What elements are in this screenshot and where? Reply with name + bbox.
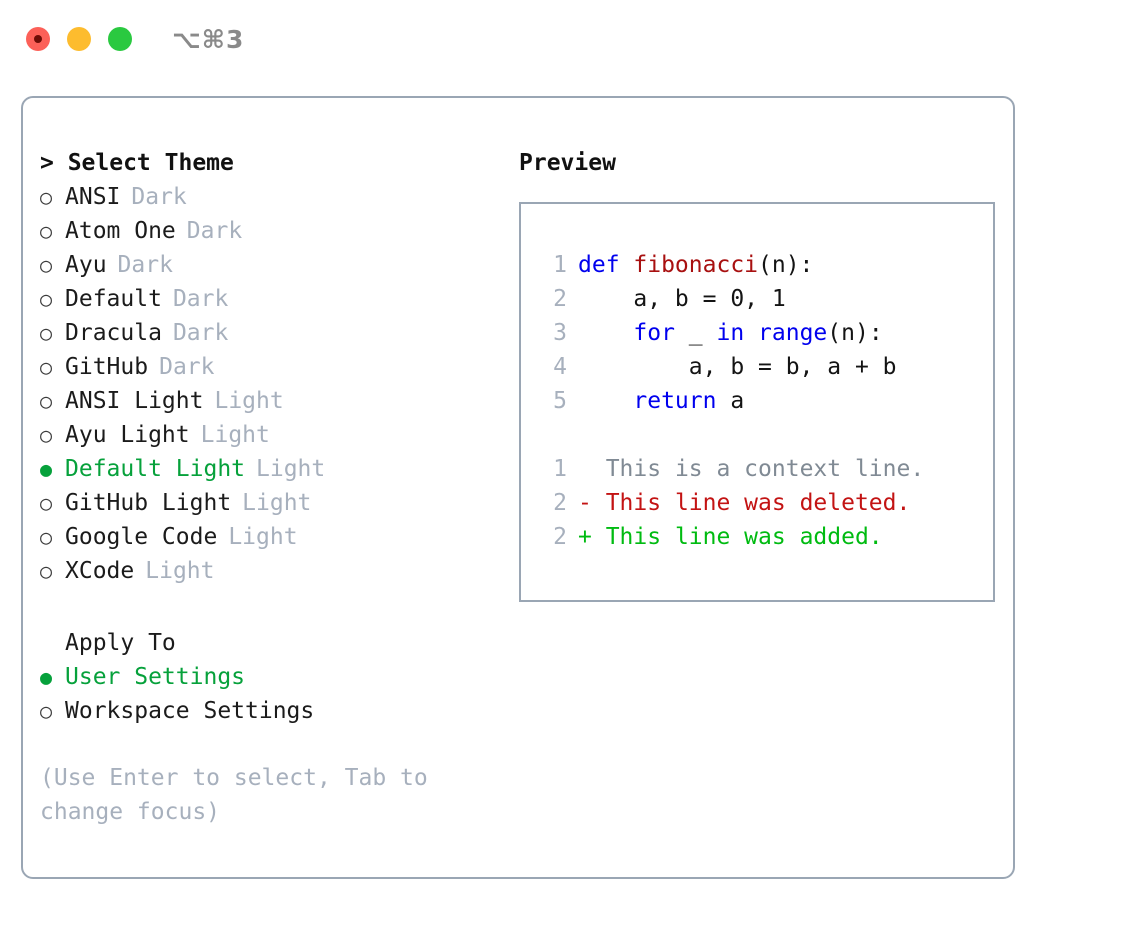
code-text: for _ in range(n): [578, 316, 883, 350]
apply-to-option-user-settings[interactable]: ●User Settings [40, 660, 502, 694]
line-number: 4 [553, 354, 567, 380]
radio-icon: ○ [40, 491, 53, 515]
code-line: 1 def fibonacci(n): [537, 248, 993, 282]
code-token-keyword: in [716, 320, 745, 346]
diff-text: This line was deleted. [605, 490, 911, 516]
apply-to-options: ●User Settings ○Workspace Settings [40, 660, 502, 728]
preview-header: Preview [519, 150, 616, 176]
code-token-builtin: range [758, 320, 828, 346]
radio-icon: ○ [40, 525, 53, 549]
diff-sample: 1 This is a context line. 2 - This line … [537, 452, 993, 554]
radio-icon: ○ [40, 699, 53, 723]
code-token-plain: (n): [758, 252, 814, 278]
diff-marker: + [578, 524, 606, 550]
code-token-keyword: for [633, 320, 675, 346]
code-line: 5 return a [537, 384, 993, 418]
radio-icon: ○ [40, 423, 53, 447]
radio-icon: ○ [40, 219, 53, 243]
code-token-plain: (n): [827, 320, 883, 346]
preview-column: Preview 1 def fibonacci(n): 2 a, b = 0, … [502, 146, 1003, 867]
code-text: return a [578, 384, 744, 418]
code-line: 3 for _ in range(n): [537, 316, 993, 350]
preview-box: 1 def fibonacci(n): 2 a, b = 0, 1 3 for … [519, 202, 995, 602]
code-token-plain [578, 388, 633, 414]
code-token-keyword: def [578, 252, 634, 278]
diff-marker [578, 452, 606, 486]
radio-icon: ○ [40, 253, 53, 277]
line-number: 5 [553, 388, 567, 414]
line-number: 1 [553, 456, 567, 482]
radio-selected-icon: ● [40, 665, 53, 689]
maximize-button-icon[interactable] [108, 27, 132, 51]
code-token-plain: a, b = b, a + b [578, 354, 897, 380]
code-token-plain [744, 320, 758, 346]
line-number: 3 [553, 320, 567, 346]
diff-line-added: 2 + This line was added. [537, 520, 993, 554]
diff-line-context: 1 This is a context line. [537, 452, 993, 486]
traffic-lights [26, 27, 132, 51]
code-line: 2 a, b = 0, 1 [537, 282, 993, 316]
apply-to-option-workspace-settings[interactable]: ○Workspace Settings [40, 694, 502, 728]
code-token-plain: a, b = 0, 1 [578, 286, 786, 312]
line-number: 2 [553, 524, 567, 550]
code-token-keyword: return [633, 388, 717, 414]
radio-icon: ○ [40, 389, 53, 413]
radio-icon: ○ [40, 321, 53, 345]
code-text: def fibonacci(n): [578, 248, 813, 282]
code-text: a, b = b, a + b [578, 350, 897, 384]
code-text: a, b = 0, 1 [578, 282, 786, 316]
code-token-function: fibonacci [633, 252, 759, 278]
diff-text: This is a context line. [605, 456, 925, 482]
radio-icon: ○ [40, 185, 53, 209]
code-diff-spacer [537, 418, 993, 452]
apply-to-title: Apply To [65, 630, 176, 656]
line-number: 1 [553, 252, 567, 278]
close-button-icon[interactable] [26, 27, 50, 51]
code-sample: 1 def fibonacci(n): 2 a, b = 0, 1 3 for … [537, 248, 993, 418]
radio-icon: ○ [40, 559, 53, 583]
code-token-plain [578, 320, 633, 346]
radio-icon: ○ [40, 355, 53, 379]
code-token-plain: a [716, 388, 745, 414]
keyboard-hint-text: (Use Enter to select, Tab to change focu… [40, 765, 442, 825]
code-line: 4 a, b = b, a + b [537, 350, 993, 384]
line-number: 2 [553, 286, 567, 312]
theme-list-header: > Select Theme [40, 150, 234, 176]
minimize-button-icon[interactable] [67, 27, 91, 51]
section-spacer [40, 588, 502, 626]
code-token-plain: _ [674, 320, 717, 346]
diff-line-deleted: 2 - This line was deleted. [537, 486, 993, 520]
radio-selected-icon: ● [40, 457, 53, 481]
line-number: 2 [553, 490, 567, 516]
diff-marker: - [578, 490, 606, 516]
keyboard-shortcut-label: ⌥⌘3 [172, 24, 245, 54]
diff-text: This line was added. [605, 524, 883, 550]
radio-icon: ○ [40, 287, 53, 311]
window-titlebar: ⌥⌘3 [0, 0, 1140, 78]
